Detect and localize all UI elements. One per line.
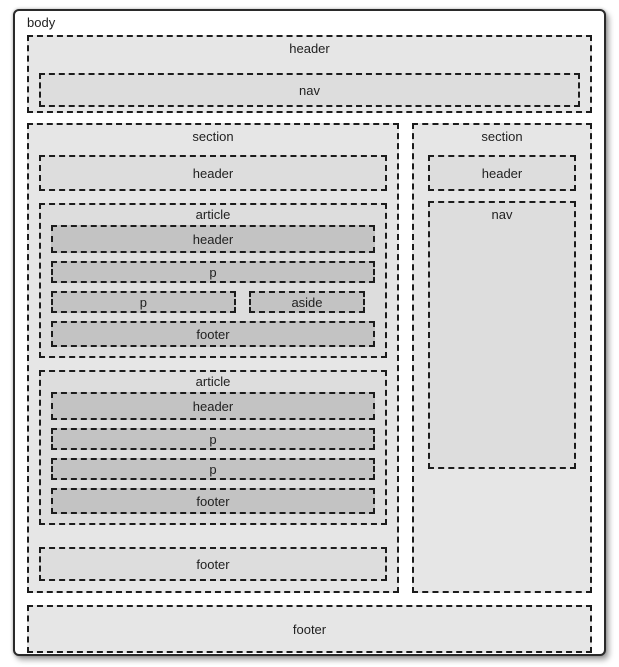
sidebar-header-label: header — [481, 165, 523, 181]
article-2-paragraph2-label: p — [209, 461, 217, 477]
article-2-paragraph2-box: p — [51, 458, 375, 480]
main-section-footer-label: footer — [196, 556, 230, 572]
page-footer-label: footer — [292, 621, 327, 637]
article-2-header-label: header — [192, 398, 234, 414]
sidebar-header-box: header — [428, 155, 576, 191]
article-box-1: article header p p aside — [39, 203, 387, 358]
article-1-paragraph-box: p — [51, 261, 375, 283]
sidebar-section-label: section — [481, 129, 523, 144]
article-1-footer-label: footer — [196, 326, 230, 342]
article-2-footer-box: footer — [51, 488, 375, 514]
article-1-aside-label: aside — [291, 294, 323, 310]
article-1-paragraph-label: p — [209, 264, 217, 280]
article-1-label: article — [195, 207, 231, 222]
main-section-box: section header article header p p — [27, 123, 399, 593]
article-1-aside-box: aside — [248, 291, 366, 313]
main-section-header-box: header — [39, 155, 387, 191]
main-section-footer-box: footer — [39, 547, 387, 581]
sidebar-nav-label: nav — [491, 207, 513, 222]
sidebar-section-box: section header nav — [412, 123, 592, 593]
main-section-label: section — [192, 129, 234, 144]
page-header-label: header — [289, 41, 330, 56]
article-2-paragraph1-label: p — [209, 431, 217, 447]
article-2-header-box: header — [51, 392, 375, 420]
body-box: body header nav section header article h… — [13, 9, 606, 656]
article-1-header-label: header — [192, 231, 234, 247]
columns-area: section header article header p p — [27, 123, 592, 593]
article-box-2: article header p p footer — [39, 370, 387, 525]
article-1-footer-box: footer — [51, 321, 375, 347]
body-label: body — [27, 15, 56, 30]
article-1-paragraph2-box: p — [51, 291, 236, 313]
page-nav-label: nav — [299, 82, 320, 98]
article-1-header-box: header — [51, 225, 375, 253]
article-2-label: article — [195, 374, 231, 389]
main-section-header-label: header — [192, 165, 234, 181]
article-2-footer-label: footer — [196, 493, 230, 509]
page-header-box: header nav — [27, 35, 592, 113]
article-2-paragraph1-box: p — [51, 428, 375, 450]
page-nav-box: nav — [39, 73, 580, 107]
page-footer-box: footer — [27, 605, 592, 653]
sidebar-nav-box: nav — [428, 201, 576, 469]
article-1-paragraph2-label: p — [139, 294, 147, 310]
article-1-p-aside-row: p aside — [51, 291, 375, 313]
